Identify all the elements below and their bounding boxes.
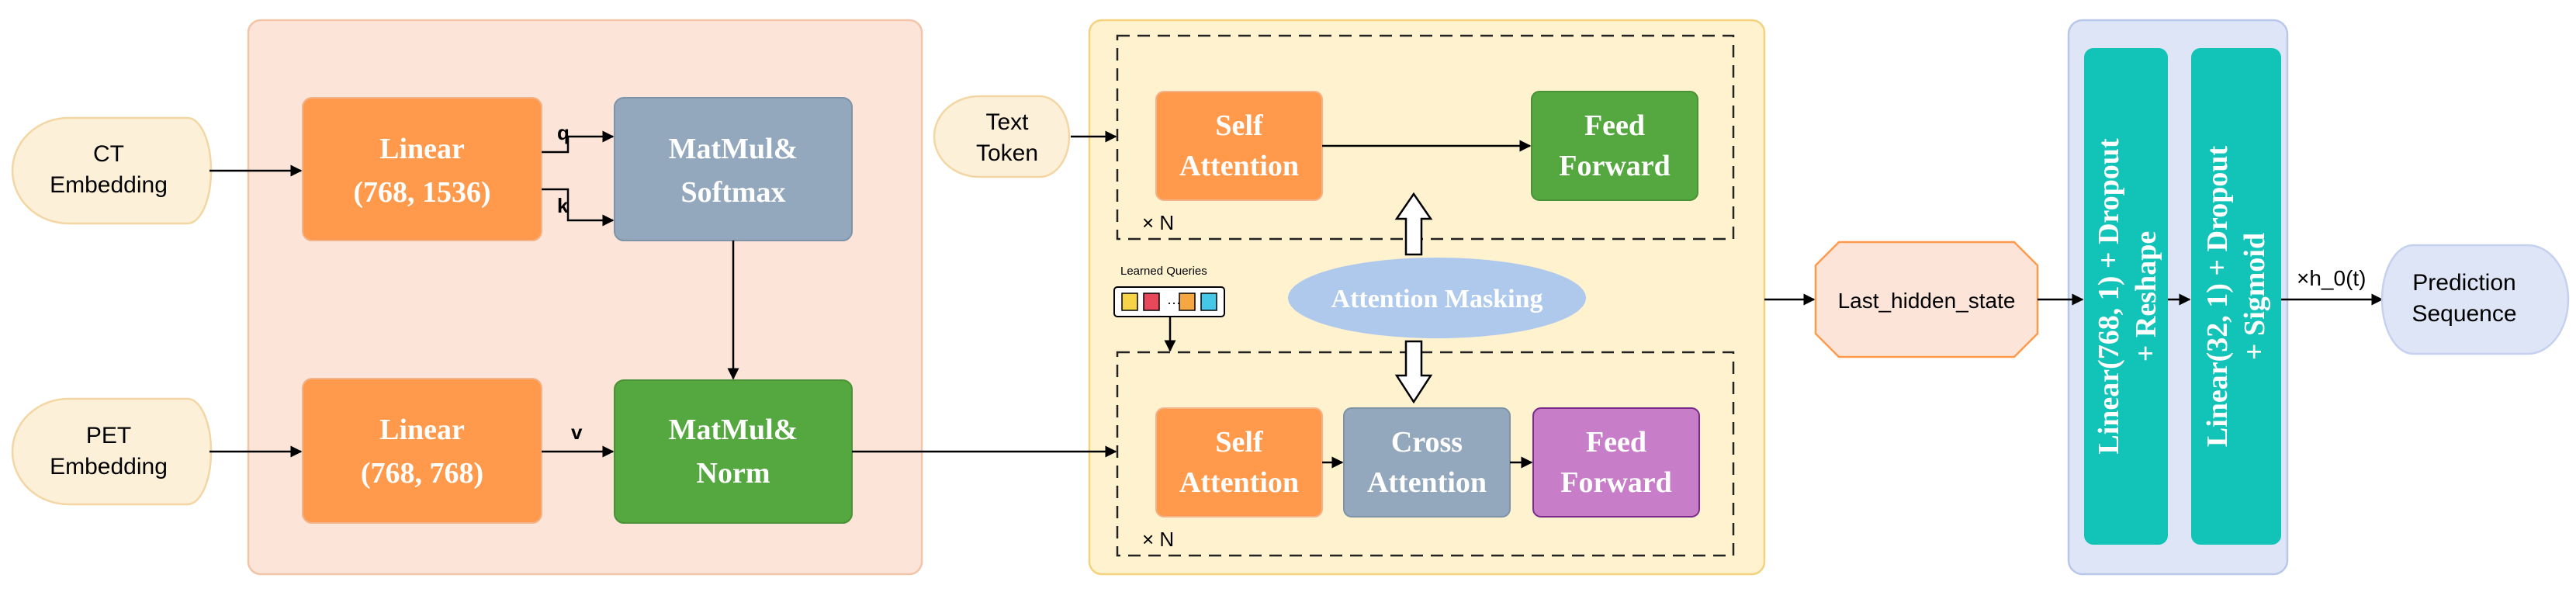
qformer-top-block	[1116, 34, 1735, 241]
ct-embedding-input: CT Embedding	[11, 116, 213, 225]
bottom-feed-forward-box: Feed Forward	[1532, 407, 1700, 518]
bottom-feed-forward-label-2: Forward	[1560, 466, 1672, 499]
matmul-softmax-box: MatMul& Softmax	[614, 97, 853, 241]
query-token-cyan	[1200, 293, 1217, 311]
attention-masking-label: Attention Masking	[1331, 285, 1543, 313]
matmul-softmax-label-1: MatMul&	[669, 133, 798, 165]
edge-label-k: k	[557, 194, 569, 217]
bottom-self-attention-label-1: Self	[1215, 426, 1264, 459]
bottom-feed-forward-label-1: Feed	[1586, 426, 1646, 459]
head2-box: Linear(32, 1) + Dropout + Sigmoid	[2191, 48, 2281, 545]
learned-queries-label: Learned Queries	[1120, 265, 1207, 278]
qformer-bottom-block	[1116, 351, 1735, 557]
bottom-self-attention-label-2: Attention	[1179, 466, 1299, 499]
head1-label-2: + Reshape	[2130, 231, 2162, 362]
linear-qk-box: Linear (768, 1536)	[302, 97, 542, 241]
bottom-repeat-label: × N	[1142, 528, 1174, 551]
text-token-input: Text Token	[933, 95, 1071, 178]
bottom-self-attention-box: Self Attention	[1155, 407, 1323, 518]
top-feed-forward-label-1: Feed	[1584, 109, 1645, 142]
edge-label-h0: ×h_0(t)	[2297, 266, 2367, 290]
top-self-attention-box: Self Attention	[1155, 91, 1323, 201]
top-repeat-label: × N	[1142, 211, 1174, 234]
hollow-up-arrow-shape	[1394, 192, 1433, 256]
matmul-norm-box: MatMul& Norm	[614, 379, 853, 524]
matmul-softmax-label-2: Softmax	[680, 176, 785, 209]
text-token-label-1: Text	[985, 109, 1029, 135]
query-token-yellow	[1121, 293, 1138, 311]
head2-label-2: + Sigmoid	[2238, 233, 2271, 360]
query-token-red	[1143, 293, 1160, 311]
arrow-q	[542, 130, 615, 154]
cross-attention-label-1: Cross	[1391, 426, 1463, 459]
head1-box: Linear(768, 1) + Dropout + Reshape	[2084, 48, 2168, 545]
linear-qk-label-2: (768, 1536)	[353, 176, 490, 209]
ct-embedding-label-2: Embedding	[50, 172, 168, 198]
matmul-norm-label-1: MatMul&	[669, 414, 798, 446]
pet-embedding-input: PET Embedding	[11, 397, 213, 506]
linear-v-label-2: (768, 768)	[361, 457, 483, 490]
cross-attention-label-2: Attention	[1367, 466, 1487, 499]
linear-qk-label-1: Linear	[379, 133, 465, 165]
pet-embedding-label-1: PET	[86, 423, 131, 448]
top-feed-forward-label-2: Forward	[1559, 150, 1671, 182]
learned-queries-strip: ···	[1113, 286, 1225, 317]
head1-label-1: Linear(768, 1) + Dropout	[2093, 138, 2125, 455]
head2-label-1: Linear(32, 1) + Dropout	[2201, 146, 2234, 448]
last-hidden-state-label: Last_hidden_state	[1838, 289, 2016, 313]
query-ellipsis: ···	[1167, 295, 1181, 310]
query-token-orange	[1179, 293, 1196, 311]
ct-embedding-label-1: CT	[93, 141, 124, 167]
prediction-sequence-output: Prediction Sequence	[2380, 244, 2570, 355]
top-self-attention-label-2: Attention	[1179, 150, 1299, 182]
pet-embedding-label-2: Embedding	[50, 454, 168, 479]
cross-attention-box: Cross Attention	[1343, 407, 1511, 518]
top-self-attention-label-1: Self	[1215, 109, 1264, 142]
linear-v-box: Linear (768, 768)	[302, 378, 542, 524]
hollow-down-arrow-shape	[1394, 340, 1433, 404]
prediction-label-2: Sequence	[2412, 301, 2516, 327]
last-hidden-state-box: Last_hidden_state	[1814, 241, 2039, 358]
matmul-norm-label-2: Norm	[697, 457, 770, 490]
linear-v-label-1: Linear	[379, 414, 465, 446]
attention-masking-ellipse	[1288, 258, 1586, 338]
top-feed-forward-box: Feed Forward	[1531, 91, 1698, 201]
prediction-label-1: Prediction	[2412, 270, 2515, 296]
text-token-label-2: Token	[976, 140, 1038, 166]
edge-label-v: v	[571, 421, 583, 444]
edge-label-q: q	[557, 121, 570, 144]
arrow-k	[542, 188, 615, 227]
